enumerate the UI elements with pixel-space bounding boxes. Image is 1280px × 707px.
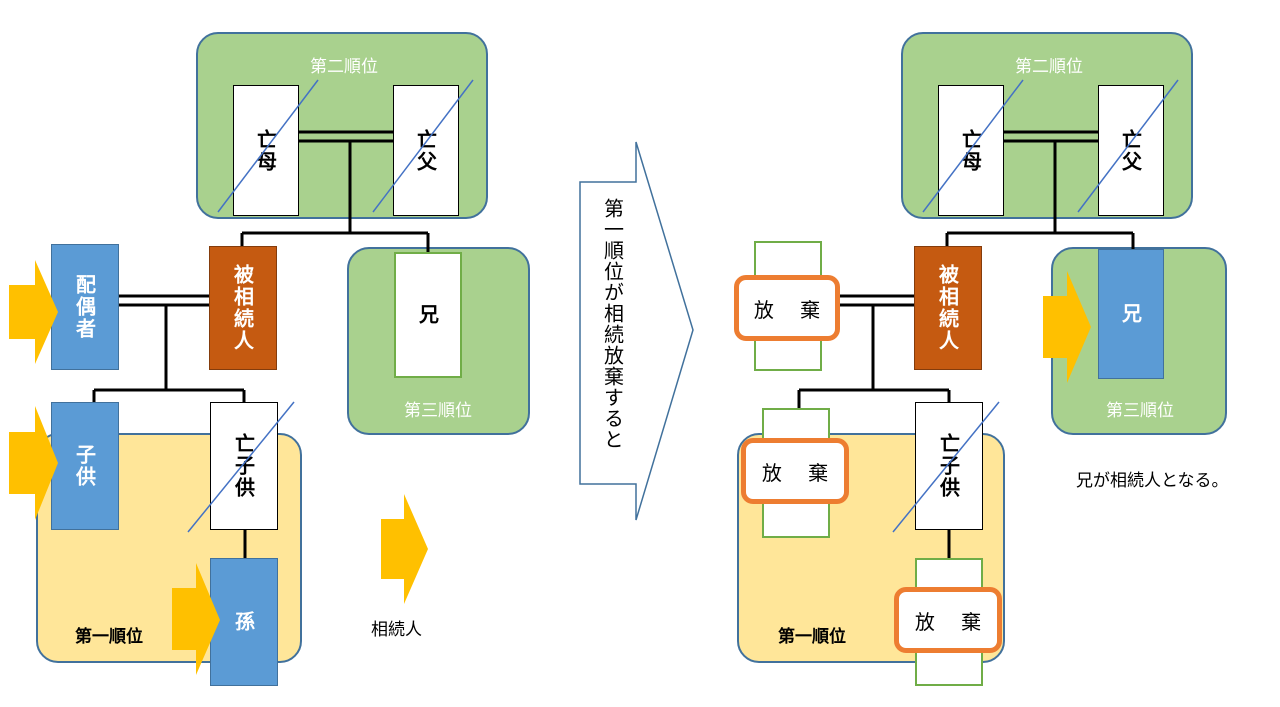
renounce-badge-spouse: 放 棄: [734, 275, 840, 341]
decedent-node-right: 被相続人: [914, 246, 982, 370]
result-text: 兄が相続人となる。: [1076, 471, 1229, 491]
third-rank-label-right: 第三順位: [1106, 401, 1174, 421]
strike-child-right: [892, 401, 1000, 533]
transition-text: 第一順位が相続放棄すると: [600, 198, 625, 450]
renounce-badge-grandchild: 放 棄: [894, 587, 1002, 653]
heir-arrow-grandchild: [172, 563, 220, 675]
second-rank-label-left: 第二順位: [310, 57, 378, 77]
strike-father-left: [372, 79, 474, 213]
decedent-node-left: 被相続人: [209, 246, 277, 370]
dead-mother-node-left: 亡母: [233, 85, 299, 216]
grandchild-node: 孫: [210, 558, 278, 686]
brother-node-left: 兄: [394, 252, 462, 378]
child-node: 子供: [51, 402, 119, 530]
third-rank-label-left: 第三順位: [404, 401, 472, 421]
heir-arrow-child: [9, 406, 58, 520]
dead-mother-node-right: 亡母: [938, 85, 1004, 216]
brother-node-right: 兄: [1098, 249, 1164, 379]
spouse-node: 配偶者: [51, 244, 119, 370]
heir-arrow-spouse: [9, 260, 58, 364]
heir-legend-label: 相続人: [371, 620, 422, 640]
first-rank-label-left: 第一順位: [75, 627, 143, 647]
dead-father-node-right: 亡父: [1098, 85, 1164, 216]
dead-father-node-left: 亡父: [393, 85, 459, 216]
dead-child-node-right: 亡子供: [915, 402, 983, 530]
renounce-badge-child: 放 棄: [741, 438, 849, 504]
heir-arrow-brother: [1043, 271, 1091, 383]
strike-child-left: [187, 401, 295, 533]
first-rank-label-right: 第一順位: [778, 627, 846, 647]
strike-mother-left: [217, 79, 319, 213]
second-rank-label-right: 第二順位: [1015, 57, 1083, 77]
dead-child-node-left: 亡子供: [210, 402, 278, 530]
strike-mother-right: [922, 79, 1024, 213]
heir-arrow-legend: [381, 494, 428, 604]
strike-father-right: [1077, 79, 1179, 213]
